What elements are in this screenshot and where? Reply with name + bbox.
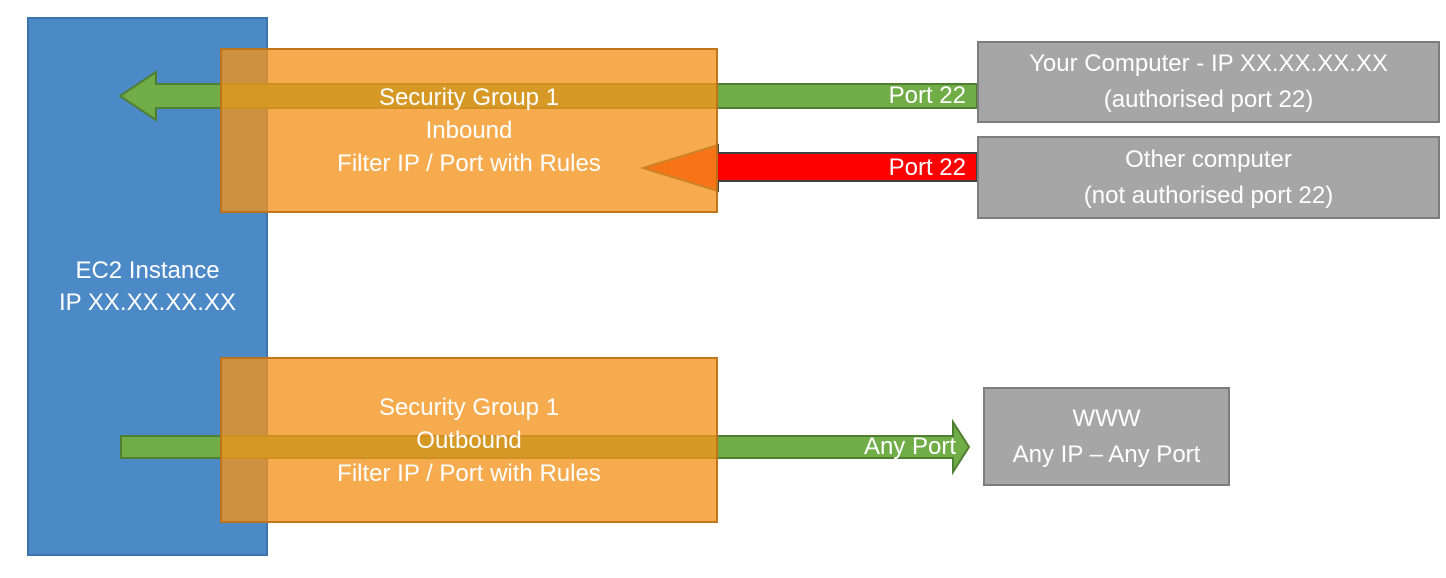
other-computer-note: (not authorised port 22) <box>1083 181 1334 209</box>
other-computer-title: Other computer <box>1125 145 1292 173</box>
your-computer-title: Your Computer - IP XX.XX.XX.XX <box>1029 50 1388 77</box>
security-group-outbound-direction: Outbound <box>416 426 522 454</box>
security-group-outbound-box: Security Group 1 Outbound Filter IP / Po… <box>220 357 718 523</box>
your-computer-box: Your Computer - IP XX.XX.XX.XX (authoris… <box>977 41 1440 123</box>
www-title: WWW <box>1072 404 1141 432</box>
security-group-outbound-description: Filter IP / Port with Rules <box>337 459 601 487</box>
security-group-inbound-name: Security Group 1 <box>378 84 560 111</box>
security-group-inbound-direction: Inbound <box>425 117 513 144</box>
security-group-outbound-name: Security Group 1 <box>378 393 560 421</box>
your-computer-note: (authorised port 22) <box>1103 86 1314 113</box>
www-box: WWW Any IP – Any Port <box>983 387 1230 486</box>
inbound-allowed-port-label: Port 22 <box>888 82 966 109</box>
other-computer-box: Other computer (not authorised port 22) <box>977 136 1440 219</box>
inbound-blocked-port-label: Port 22 <box>888 154 966 181</box>
security-group-inbound-box: Security Group 1 Inbound Filter IP / Por… <box>220 48 718 213</box>
www-note: Any IP – Any Port <box>1012 440 1201 468</box>
outbound-port-label: Any Port <box>863 433 956 460</box>
ec2-instance-title: EC2 Instance <box>75 256 220 284</box>
security-group-inbound-description: Filter IP / Port with Rules <box>337 150 601 177</box>
ec2-instance-ip: IP XX.XX.XX.XX <box>59 288 236 316</box>
